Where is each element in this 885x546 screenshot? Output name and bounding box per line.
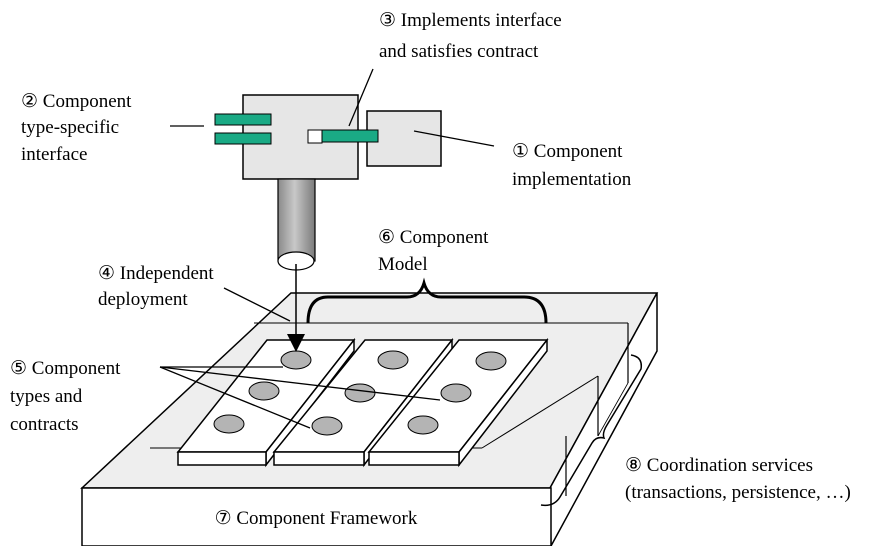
coordination-brace: [540, 354, 643, 507]
label-coordination-line2: (transactions, persistence, …): [625, 482, 851, 503]
platform-right-face: [549, 292, 658, 546]
leader-line-implements: [348, 68, 374, 127]
right-face-segment: [597, 382, 629, 437]
label-implementation-line2: implementation: [512, 169, 632, 190]
component-model-brace: [306, 277, 548, 324]
label-type-interface-line1: ② Component: [21, 91, 132, 112]
deployment-cylinder: [277, 178, 316, 262]
slot-hole: [248, 381, 280, 401]
interface-bar-top: [214, 113, 272, 126]
component-assembly: [214, 94, 442, 271]
label-deployment-line1: ④ Independent: [98, 263, 214, 284]
slot-hole: [377, 350, 409, 370]
platform-front-face: [81, 487, 552, 546]
label-types-line1: ⑤ Component: [10, 358, 121, 379]
label-model-line1: ⑥ Component: [378, 227, 489, 248]
deployment-arrowhead: [287, 334, 305, 352]
component-slot-bar-3: [367, 337, 549, 468]
interface-bar-bottom: [214, 132, 272, 145]
leader-line-types: [159, 366, 311, 429]
slot-hole: [213, 414, 245, 434]
label-implements-line2: and satisfies contract: [379, 41, 539, 62]
slot-hole: [311, 416, 343, 436]
leader-line-implementation: [413, 130, 495, 147]
slot-hole: [344, 383, 376, 403]
leader-line-types: [159, 366, 441, 401]
slot-hole: [440, 383, 472, 403]
slot-hole: [407, 415, 439, 435]
label-deployment-line2: deployment: [98, 289, 188, 310]
label-model-line2: Model: [378, 254, 428, 275]
platform-division-line: [481, 375, 599, 449]
slot-hole: [280, 350, 312, 370]
label-type-interface-line2: type-specific: [21, 117, 119, 138]
label-types-line2: types and: [10, 386, 83, 407]
label-framework: ⑦ Component Framework: [215, 508, 418, 529]
label-coordination-line1: ⑧ Coordination services: [625, 455, 813, 476]
slot-hole: [475, 351, 507, 371]
label-types-line3: contracts: [10, 414, 79, 435]
implementation-box: [366, 110, 442, 167]
interface-socket: [307, 129, 323, 144]
label-type-interface-line3: interface: [21, 144, 87, 165]
leader-line-deployment: [223, 287, 291, 322]
label-implementation-line1: ① Component: [512, 141, 623, 162]
label-implements-line1: ③ Implements interface: [379, 10, 562, 31]
implemented-interface-bar: [321, 129, 379, 143]
